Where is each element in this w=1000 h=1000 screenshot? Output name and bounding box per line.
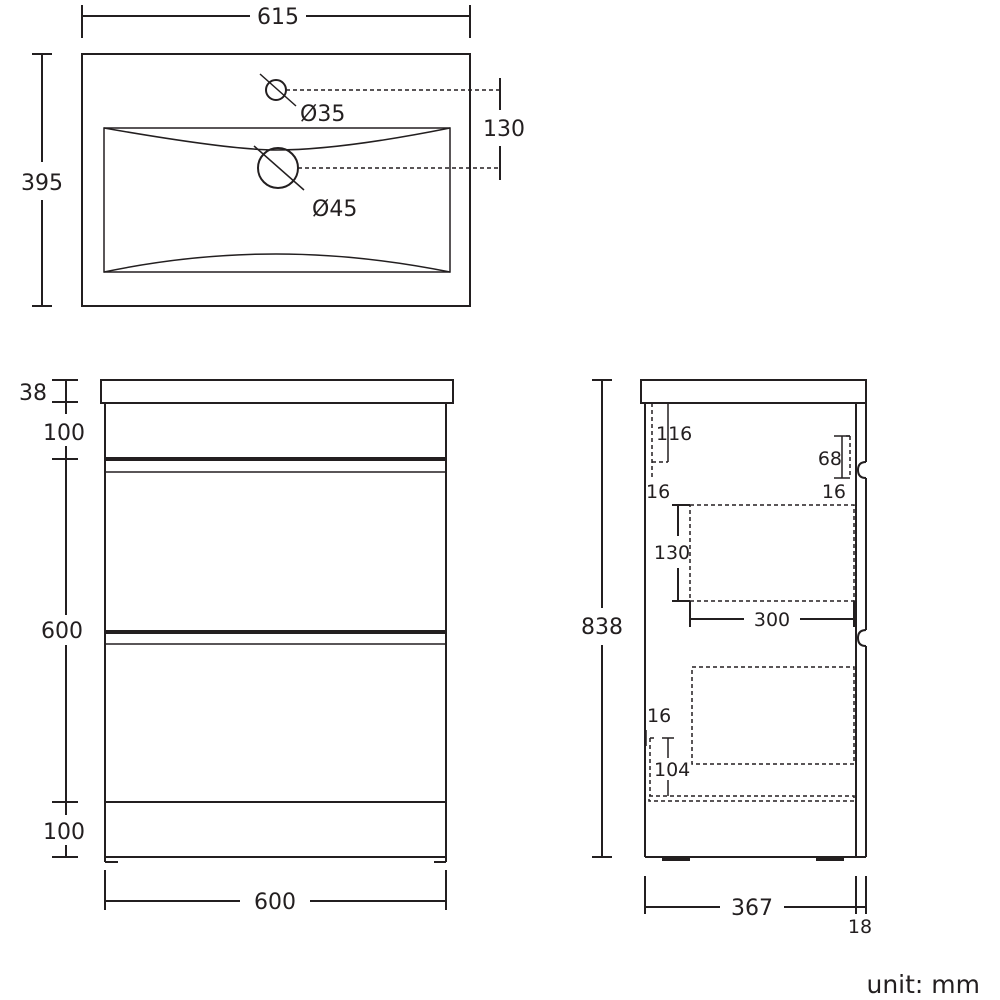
dim-side-height: 838 <box>581 379 623 858</box>
d16-right-label: 16 <box>822 481 846 503</box>
hole-spacing-label: 130 <box>483 117 525 142</box>
dim-68-16: 68 16 <box>818 435 851 503</box>
side-view: 838 116 16 68 16 130 <box>581 379 872 938</box>
basin-outline <box>81 53 471 307</box>
dim-hole-spacing: 130 <box>483 78 525 180</box>
top-width-label: 615 <box>257 5 299 30</box>
d104-label: 104 <box>654 759 690 781</box>
d300-label: 300 <box>754 609 790 631</box>
side-depth-label: 367 <box>731 896 773 921</box>
waste-hole: Ø45 <box>253 145 500 222</box>
d130-label: 130 <box>654 542 690 564</box>
d68-label: 68 <box>818 448 842 470</box>
plinth-label: 100 <box>43 820 85 845</box>
d16-left-label: 16 <box>646 481 670 503</box>
drawers-height-label: 600 <box>41 619 83 644</box>
dim-116-16: 116 16 <box>646 403 692 503</box>
dim-130: 130 <box>654 504 690 602</box>
front-width-label: 600 <box>254 890 296 915</box>
dim-16-104: 16 104 <box>645 705 690 796</box>
dim-300: 300 <box>689 601 855 631</box>
front-view: 38 100 600 100 600 <box>19 379 454 915</box>
side-drawer-fronts <box>856 403 867 858</box>
d16-bottom-label: 16 <box>647 705 671 727</box>
dim-side-depth: 367 18 <box>644 876 872 938</box>
unit-label: unit: mm <box>866 970 980 999</box>
tap-hole: Ø35 <box>259 73 500 127</box>
d116-label: 116 <box>656 423 692 445</box>
top-thickness-label: 38 <box>19 381 47 406</box>
waste-hole-label: Ø45 <box>312 197 357 222</box>
top-view: 615 395 Ø35 Ø45 <box>21 5 525 307</box>
dim-top-depth: 395 <box>21 53 63 307</box>
dim-front-width: 600 <box>104 870 447 915</box>
side-basin-top <box>640 379 867 404</box>
drawer-base <box>648 795 855 802</box>
top-depth-label: 395 <box>21 171 63 196</box>
upper-rail-label: 100 <box>43 421 85 446</box>
front-basin-top <box>100 379 454 404</box>
bowl-curve-top <box>103 127 451 151</box>
upper-drawer-box <box>689 504 855 602</box>
bowl-curve-bottom <box>103 253 451 273</box>
dim-top-width: 615 <box>81 5 471 38</box>
lower-drawer-box <box>691 666 855 765</box>
tap-hole-label: Ø35 <box>300 102 345 127</box>
door-thickness-label: 18 <box>848 916 872 938</box>
side-height-label: 838 <box>581 615 623 640</box>
dim-front-heights: 38 100 600 100 <box>19 379 85 858</box>
